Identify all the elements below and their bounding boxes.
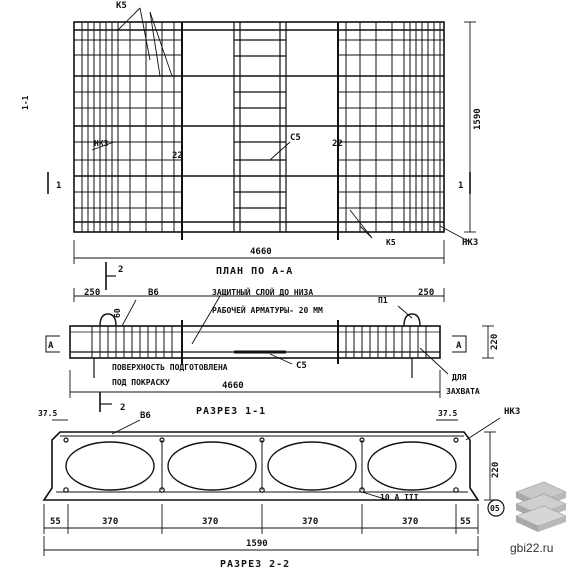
plan-dim-height: 1590: [473, 108, 483, 130]
section1-note-grip-line1: ДЛЯ: [452, 373, 467, 382]
stacked-slabs-icon: [515, 481, 567, 532]
section2-dim-1590: 1590: [246, 539, 268, 549]
plan-section-mark-right: 1: [458, 181, 463, 191]
section2-title: РАЗРЕЗ 2-2: [220, 559, 290, 570]
section1-stirrups: [91, 326, 427, 358]
section2-dim-55-left: 55: [50, 517, 61, 527]
void-1: [65, 441, 155, 491]
section2-dim-37-5-left: 37.5: [38, 409, 57, 418]
section1-note-grip-line2: ЗАХВАТА: [446, 387, 480, 396]
section2-label-rebar: 10 A III: [380, 493, 419, 502]
section1-labels: 2 250 В6 60 ЗАЩИТНЫЙ СЛОЙ ДО НИЗА РАБОЧЕ…: [48, 265, 500, 417]
section2-callout-circle: [487, 499, 505, 517]
section2-view: [42, 392, 505, 556]
watermark-site: gbi22.ru: [510, 541, 553, 555]
section1-marker-a-right: А: [456, 341, 462, 351]
section2-dim-370-2: 370: [202, 517, 218, 527]
section1-label-c5: С5: [296, 361, 307, 371]
plan-side-mark: 1-1: [21, 95, 30, 110]
plan-right-mesh: [338, 22, 444, 232]
plan-label-22-right: 22: [332, 139, 343, 149]
section2-label-b6: В6: [140, 411, 151, 421]
plan-outline: [73, 21, 445, 233]
section1-dim-250-right: 250: [418, 288, 434, 298]
section2-dim-370-1: 370: [102, 517, 118, 527]
plan-center-ladder: [233, 22, 287, 232]
section2-dim-220: 220: [491, 462, 501, 478]
plan-k5-leaders: [117, 7, 173, 77]
plan-label-nk3-right: НК3: [462, 238, 478, 248]
section1-note-line1: ЗАЩИТНЫЙ СЛОЙ ДО НИЗА: [212, 286, 313, 297]
plan-label-22-left: 22: [172, 151, 183, 161]
section1-label-p1: П1: [378, 296, 388, 305]
section2-dim-37-5-right: 37.5: [438, 409, 457, 418]
plan-view: [47, 7, 476, 264]
section2-dim-370-4: 370: [402, 517, 418, 527]
section1-note-line2: РАБОЧЕЙ АРМАТУРЫ- 20 ММ: [212, 304, 323, 315]
section1-note-surface-line2: ПОД ПОКРАСКУ: [112, 378, 170, 387]
section1-dim-60: 60: [113, 308, 122, 318]
section2-dim-370-3: 370: [302, 517, 318, 527]
plan-title: ПЛАН ПО А-А: [216, 266, 293, 277]
section1-title: РАЗРЕЗ 1-1: [196, 406, 266, 417]
section1-dim-4660: 4660: [222, 381, 244, 391]
plan-label-c5: С5: [290, 133, 301, 143]
void-2: [167, 441, 257, 491]
section1-beam: [69, 325, 441, 359]
void-3: [267, 441, 357, 491]
section1-dim-220: 220: [490, 334, 500, 350]
section2-labels: 37.5 2 В6 37.5 НК3 220 10 A III 55 370 3…: [38, 403, 520, 570]
plan-label-nk3-left: НК3: [94, 139, 109, 148]
section1-dim-250-left: 250: [84, 288, 100, 298]
section2-dim-55-right: 55: [460, 517, 471, 527]
section1-marker-a-left: А: [48, 341, 54, 351]
section1-view: [45, 262, 494, 398]
section1-note-surface-line1: ПОВЕРХНОСТЬ ПОДГОТОВЛЕНА: [112, 363, 228, 372]
section2-callout-05: 05: [490, 504, 500, 513]
section2-label-nk3: НК3: [504, 407, 520, 417]
section2-mark-2: 2: [120, 403, 125, 413]
plan-left-mesh: [74, 22, 182, 232]
section1-mark-2: 2: [118, 265, 123, 275]
plan-section-mark-left: 1: [56, 181, 61, 191]
section1-label-b6: В6: [148, 288, 159, 298]
plan-dim-width: 4660: [250, 247, 272, 257]
section2-profile: [42, 431, 480, 501]
plan-labels: К5 НК3 22 С5 22 К5 НК3 1590 4660 1 1 1-1…: [21, 1, 483, 277]
void-4: [367, 441, 457, 491]
plan-label-k5-bottom: К5: [386, 238, 396, 247]
plan-label-k5-top: К5: [116, 1, 127, 11]
